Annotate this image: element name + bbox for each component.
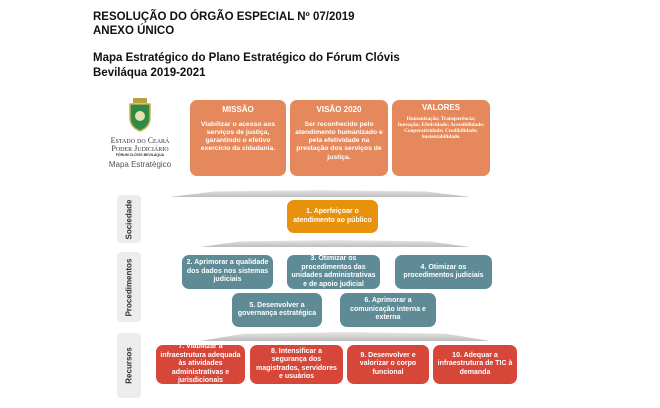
logo-caption: Mapa Estratégico	[108, 160, 172, 169]
perspective-label: Sociedade	[124, 198, 134, 240]
divider-arc	[170, 190, 470, 197]
logo-line1: Estado do Ceará	[110, 136, 170, 145]
resolution-title: RESOLUÇÃO DO ÓRGÃO ESPECIAL Nº 07/2019	[93, 11, 355, 23]
objective-6: 6. Aprimorar a comunicação interna e ext…	[340, 293, 436, 327]
objective-2: 2. Aprimorar a qualidade dos dados nos s…	[182, 255, 273, 289]
map-title-2: Beviláqua 2019-2021	[93, 67, 206, 79]
objective-5: 5. Desenvolver a governança estratégica	[232, 293, 322, 327]
perspective-society: Sociedade	[117, 195, 141, 243]
divider-arc	[200, 240, 470, 247]
coat-of-arms-icon	[129, 98, 151, 132]
objective-3: 3. Otimizar os procedimentos das unidade…	[287, 255, 380, 289]
vision-title: VISÃO 2020	[316, 105, 362, 114]
mission-title: MISSÃO	[222, 105, 254, 114]
objective-10: 10. Adequar a infraestrutura de TIC à de…	[433, 345, 517, 384]
values-box: VALORES Humanização; Transparência; Inova…	[392, 100, 490, 176]
objective-4: 4. Otimizar os procedimentos judiciais	[395, 255, 492, 289]
logo: Estado do Ceará Poder Judiciário FÓRUM C…	[95, 98, 185, 169]
mission-text: Viabilizar o acesso aos serviços de just…	[200, 120, 276, 153]
objective-1: 1. Aperfeiçoar o atendimento ao público	[287, 200, 378, 233]
perspective-label: Recursos	[124, 347, 134, 384]
objective-7: 7. Viabilizar a infraestrutura adequada …	[156, 343, 245, 384]
logo-line2: Poder Judiciário	[111, 144, 169, 153]
logo-line3: FÓRUM CLÓVIS BEVILÁQUA	[115, 153, 165, 157]
objective-8: 8. Intensificar a segurança dos magistra…	[250, 345, 343, 384]
divider-arc	[200, 332, 490, 341]
objective-9: 9. Desenvolver e valorizar o corpo funci…	[347, 345, 429, 384]
map-title: Mapa Estratégico do Plano Estratégico do…	[93, 52, 400, 64]
values-text: Humanização; Transparência; Inovação; Ef…	[397, 115, 485, 141]
annex-title: ANEXO ÚNICO	[93, 25, 175, 37]
mission-box: MISSÃO Viabilizar o acesso aos serviços d…	[190, 100, 286, 176]
perspective-resources: Recursos	[117, 333, 141, 398]
perspective-procedures: Procedimentos	[117, 252, 141, 322]
perspective-label: Procedimentos	[124, 258, 134, 316]
values-title: VALORES	[421, 103, 461, 112]
vision-text: Ser reconhecido pelo atendimento humaniz…	[295, 120, 383, 161]
